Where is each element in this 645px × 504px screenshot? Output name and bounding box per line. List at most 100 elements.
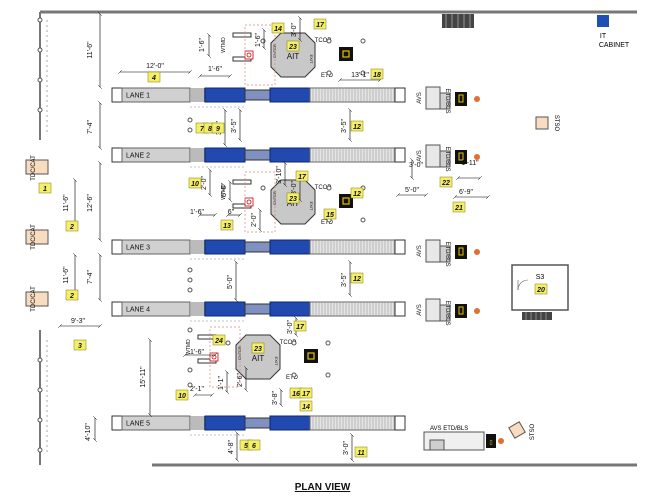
xray-unit-b bbox=[269, 301, 311, 317]
callout-badge bbox=[295, 170, 309, 182]
avs-label: AVS bbox=[417, 304, 423, 316]
dimension-d-11-6-a: 11'-6" bbox=[63, 180, 75, 225]
etd-bls-unit bbox=[439, 150, 451, 168]
callout-number: 2 bbox=[69, 293, 74, 300]
etd-podium bbox=[455, 245, 467, 259]
callout-number: 15 bbox=[326, 212, 334, 219]
avs-station-lane5: AVS ETD/BLS ▯ bbox=[423, 426, 504, 451]
callout-1: 1 bbox=[38, 182, 52, 194]
dimension-text: 1'-11" bbox=[461, 160, 479, 167]
dimension-text: 3'-5" bbox=[341, 119, 348, 133]
it-cabinet-icon bbox=[597, 15, 609, 27]
ait-label: AIT bbox=[252, 354, 265, 363]
lane-2: LANE 2 bbox=[111, 147, 406, 168]
callout-23: 23 bbox=[286, 192, 300, 204]
callout-badge bbox=[188, 177, 202, 189]
callout-number: 21 bbox=[454, 205, 463, 212]
stanchion-post bbox=[187, 117, 193, 123]
dimension-text: 1'-6" bbox=[190, 349, 204, 356]
xray-tunnel bbox=[244, 149, 271, 161]
xray-unit-b bbox=[269, 239, 311, 255]
dimension-d-6: 6" bbox=[228, 209, 240, 216]
lane-4: LANE 4 bbox=[111, 301, 406, 322]
dimension-d-9-3: 9'-3" bbox=[60, 318, 100, 326]
ait-exit-label: EXIT bbox=[309, 55, 314, 64]
callout-badge bbox=[220, 219, 234, 231]
dimension-d-13-1: 13'-1" bbox=[340, 72, 380, 80]
etd-podium bbox=[455, 304, 467, 318]
accessibility-icon bbox=[244, 50, 254, 60]
dimension-d-1-1: 1'-1" bbox=[218, 372, 227, 392]
stanchion-post bbox=[187, 287, 193, 293]
wtmd-label: WTMD bbox=[186, 339, 192, 355]
dimension-text: 12'-6" bbox=[87, 194, 94, 212]
callout-number: 10 bbox=[191, 181, 199, 188]
stanchion-post bbox=[326, 185, 332, 191]
ait-enter-label: ENTER bbox=[272, 44, 277, 58]
dimension-d-5-0-a: 5'-0" bbox=[398, 187, 426, 195]
xray-unit-b bbox=[269, 147, 311, 163]
callout-badge bbox=[175, 389, 189, 401]
stanchion-post bbox=[187, 267, 193, 273]
callout-badge bbox=[534, 283, 548, 295]
callout-15: 15 bbox=[323, 208, 337, 220]
lane-entry-cap bbox=[111, 239, 123, 255]
dimension-text: 6'-9" bbox=[459, 189, 473, 196]
exit-roller-lines bbox=[312, 88, 395, 102]
dimension-text: 9'-3" bbox=[71, 318, 85, 325]
stanchion-post bbox=[326, 38, 332, 44]
stanchion-post bbox=[291, 340, 297, 346]
callout-badge bbox=[38, 182, 52, 194]
callout-number: 8 bbox=[208, 126, 212, 133]
xray-tunnel bbox=[244, 241, 271, 253]
callout-17: 17 bbox=[293, 320, 307, 332]
dimension-d-6-9: 6'-9" bbox=[455, 189, 488, 197]
callout-badge bbox=[271, 22, 285, 34]
xray-unit-a bbox=[204, 147, 246, 163]
dimension-text: 3'-0" bbox=[343, 441, 350, 455]
callout-number: 22 bbox=[441, 180, 450, 187]
lane-exit-cap bbox=[394, 147, 406, 163]
stanchion-post bbox=[360, 38, 366, 44]
callout-number: 7 bbox=[200, 126, 205, 133]
callout-number: 10 bbox=[178, 393, 186, 400]
dimension-layer: 11'-6"12'-0"1'-6"1'-6"1'-6"3'-0"13'-1"7'… bbox=[60, 14, 488, 460]
dimension-d-12-6: 12'-6" bbox=[87, 163, 100, 240]
tcop-indicator bbox=[307, 352, 315, 360]
it-cabinet-label-2: CABINET bbox=[599, 42, 630, 49]
callout-12: 12 bbox=[350, 120, 364, 132]
etd-label: ETD bbox=[321, 220, 334, 226]
xray-unit-b bbox=[269, 87, 311, 103]
stanchion-post bbox=[187, 277, 193, 283]
dimension-text: 3'-8" bbox=[272, 391, 279, 405]
tcop-podium bbox=[339, 47, 353, 61]
dimension-text: 1'-6" bbox=[199, 38, 206, 52]
ait-enter-label: ENTER bbox=[272, 191, 277, 205]
dimension-d-1-11: 1'-11" bbox=[458, 160, 480, 178]
stso-label-lower: STSO bbox=[530, 424, 536, 441]
xray-tunnel bbox=[244, 303, 271, 315]
callout-2: 2 bbox=[65, 289, 79, 301]
stanchion-post bbox=[187, 127, 193, 133]
avs-label: AVS bbox=[417, 245, 423, 257]
etd-bls-label: ETD/BLS bbox=[444, 146, 450, 171]
callout-number: 17 bbox=[296, 324, 305, 331]
it-cabinet-label-1: IT bbox=[600, 33, 607, 40]
dimension-d-3-0-d: 3'-0" bbox=[343, 435, 352, 460]
dimension-d-11-6-top: 11'-6" bbox=[87, 14, 100, 87]
etd-bls-label: ETD/BLS bbox=[444, 241, 450, 266]
callout-number: 24 bbox=[214, 338, 223, 345]
callout-badge bbox=[452, 201, 466, 213]
callout-10: 10 bbox=[175, 389, 189, 401]
lane-feed-rollers bbox=[189, 416, 205, 430]
callout-number: 14 bbox=[302, 404, 310, 411]
avs-etd-bls-label-lane5: AVS ETD/BLS bbox=[430, 426, 468, 432]
tdc-cat-label-1: TDC/CAT bbox=[31, 155, 37, 181]
exit-roller-lines bbox=[312, 302, 395, 316]
callout-number: 12 bbox=[353, 124, 361, 131]
accessibility-icon bbox=[209, 352, 219, 362]
